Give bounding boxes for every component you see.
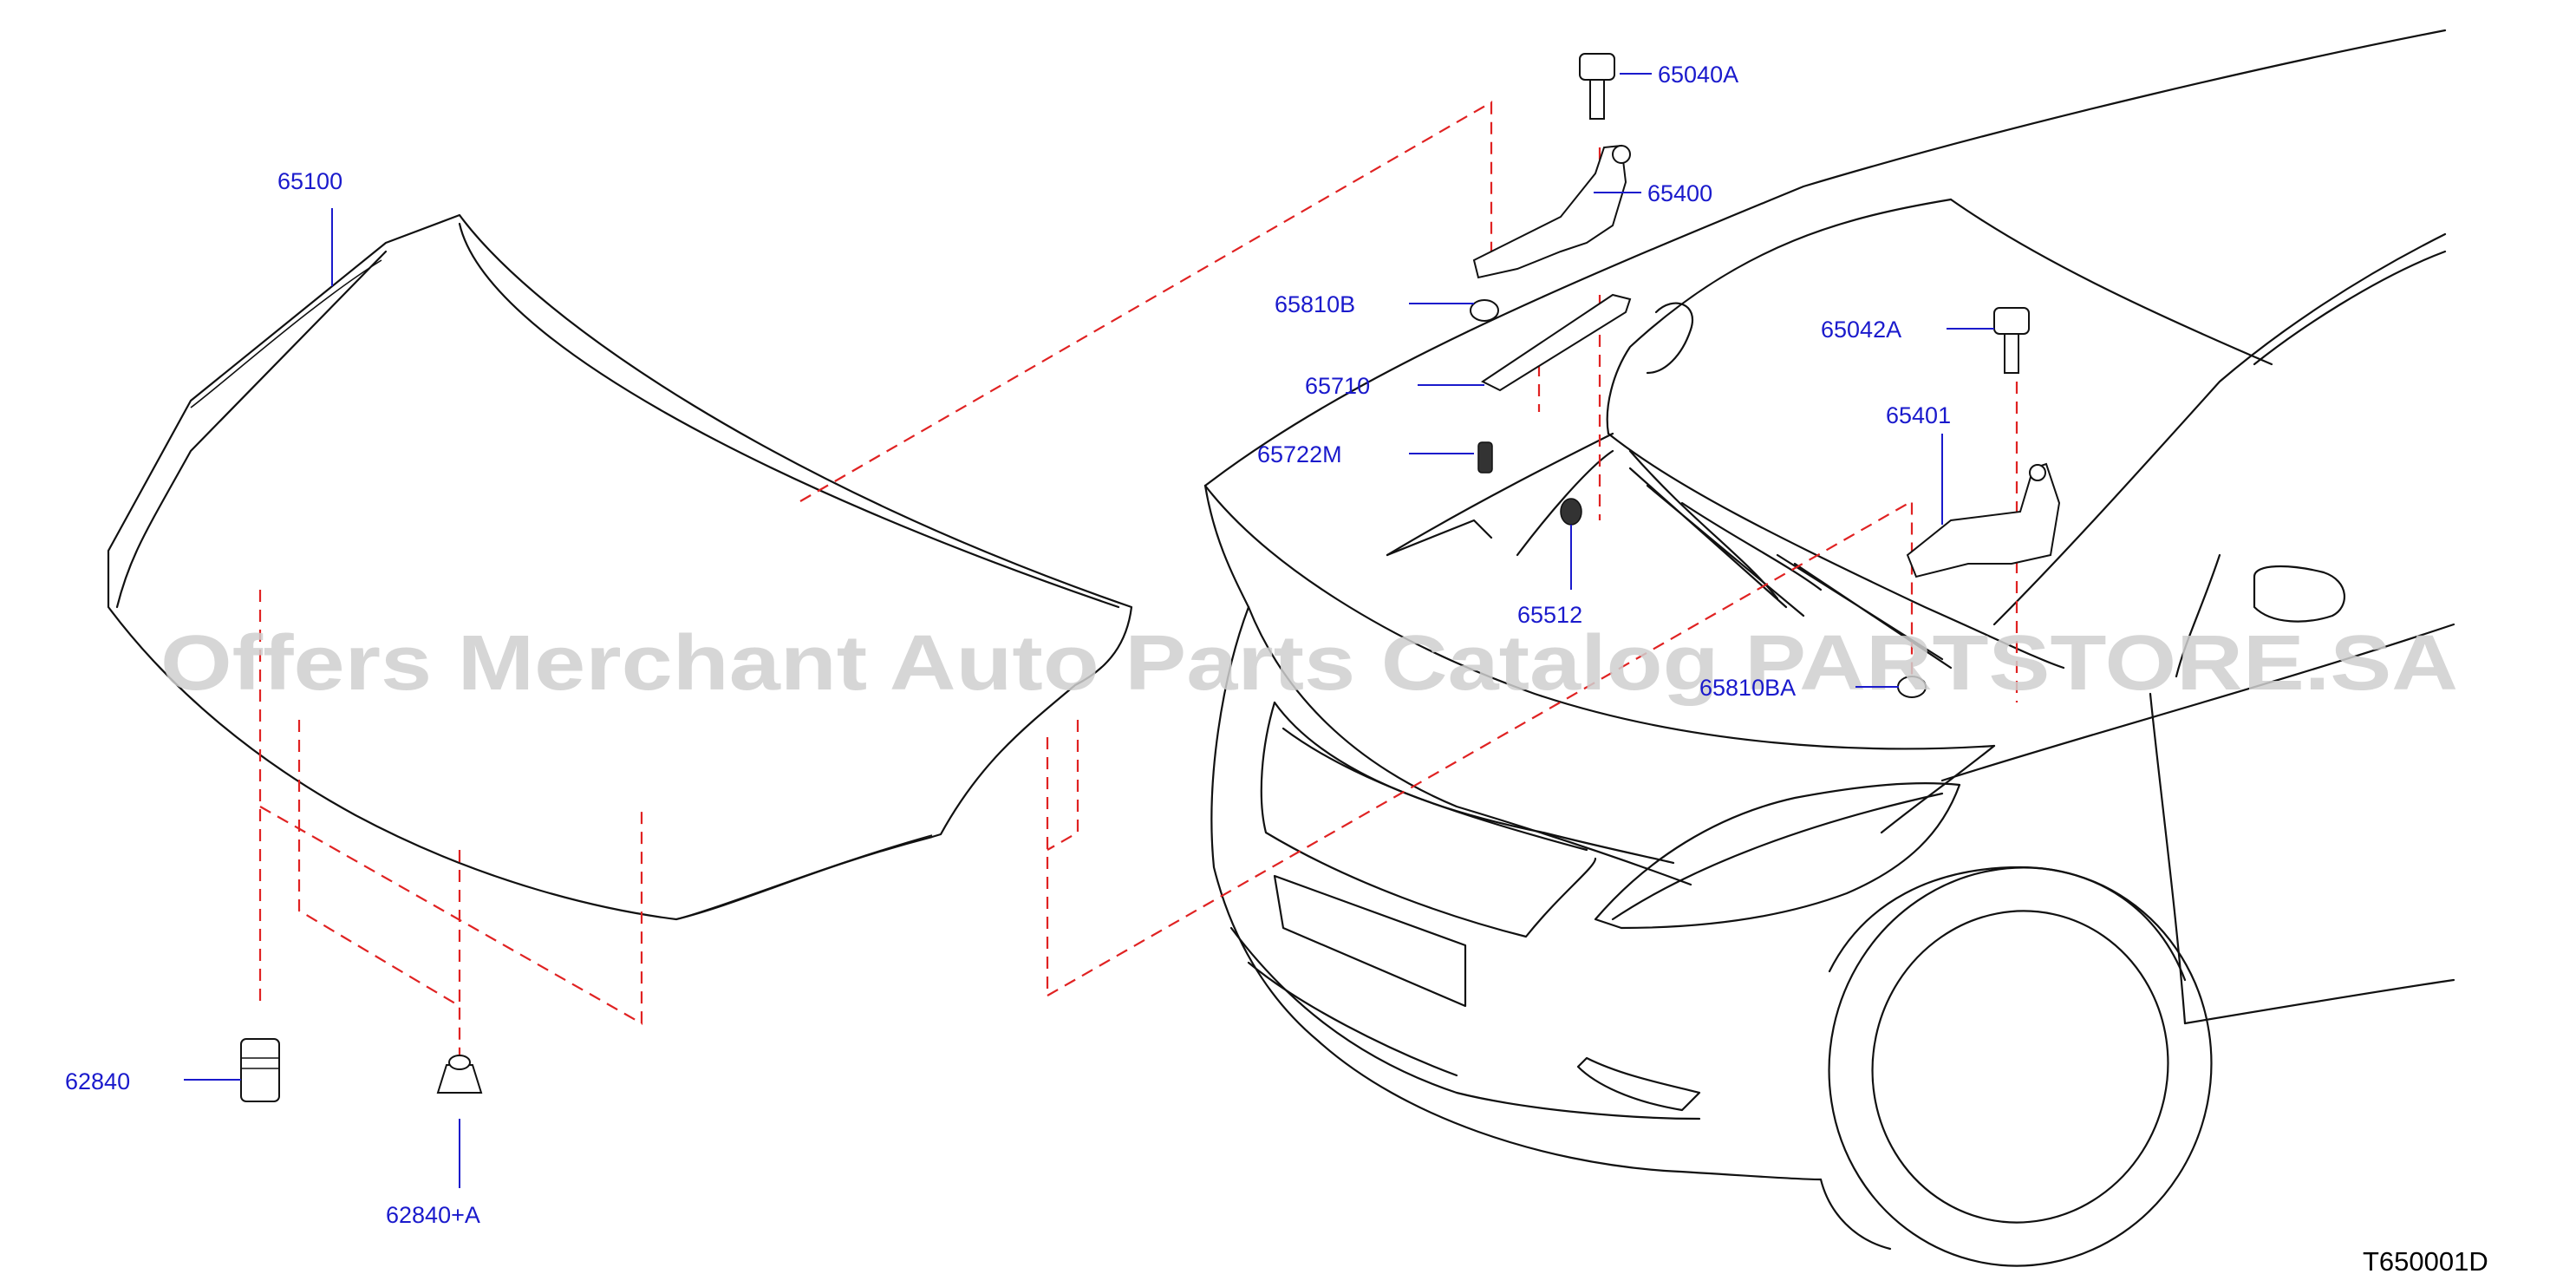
rubber-62840a-drawing[interactable] [436,1055,483,1094]
label-62840[interactable]: 62840 [65,1068,130,1094]
label-65710[interactable]: 65710 [1305,373,1370,399]
label-65810b[interactable]: 65810B [1275,291,1355,317]
label-65040a[interactable]: 65040A [1658,62,1738,88]
grommet-65512-drawing[interactable] [1560,498,1582,526]
nut-65810b-drawing[interactable] [1470,299,1499,322]
rod-65710-drawing[interactable] [1481,293,1632,392]
bolt-65042a-drawing[interactable] [1993,307,2030,374]
label-65042a[interactable]: 65042A [1821,317,1901,343]
clip-65722m-drawing[interactable] [1477,441,1493,474]
label-65512[interactable]: 65512 [1517,602,1582,628]
hinge-65400-drawing[interactable] [1472,144,1631,279]
rubber-62840-drawing[interactable] [240,1038,280,1102]
label-65722m[interactable]: 65722M [1257,441,1342,467]
label-65810ba[interactable]: 65810BA [1699,675,1796,701]
label-65100[interactable]: 65100 [277,168,342,194]
part-labels: 65100 65040A 65400 65810B 65710 65722M 6… [65,62,1994,1228]
watermark-text: Offers Merchant Auto Parts Catalog PARTS… [160,620,2458,707]
assembly-dash-lines [258,101,2048,1075]
label-65400[interactable]: 65400 [1647,180,1712,206]
label-62840a[interactable]: 62840+A [386,1202,480,1228]
label-65401[interactable]: 65401 [1886,402,1951,428]
diagram-code: T650001D [2363,1246,2488,1277]
hood-drawing[interactable] [107,213,1133,921]
hinge-65401-drawing[interactable] [1906,462,2061,578]
bolt-65040a-drawing[interactable] [1579,53,1615,120]
car-body-drawing [1203,29,2455,1267]
